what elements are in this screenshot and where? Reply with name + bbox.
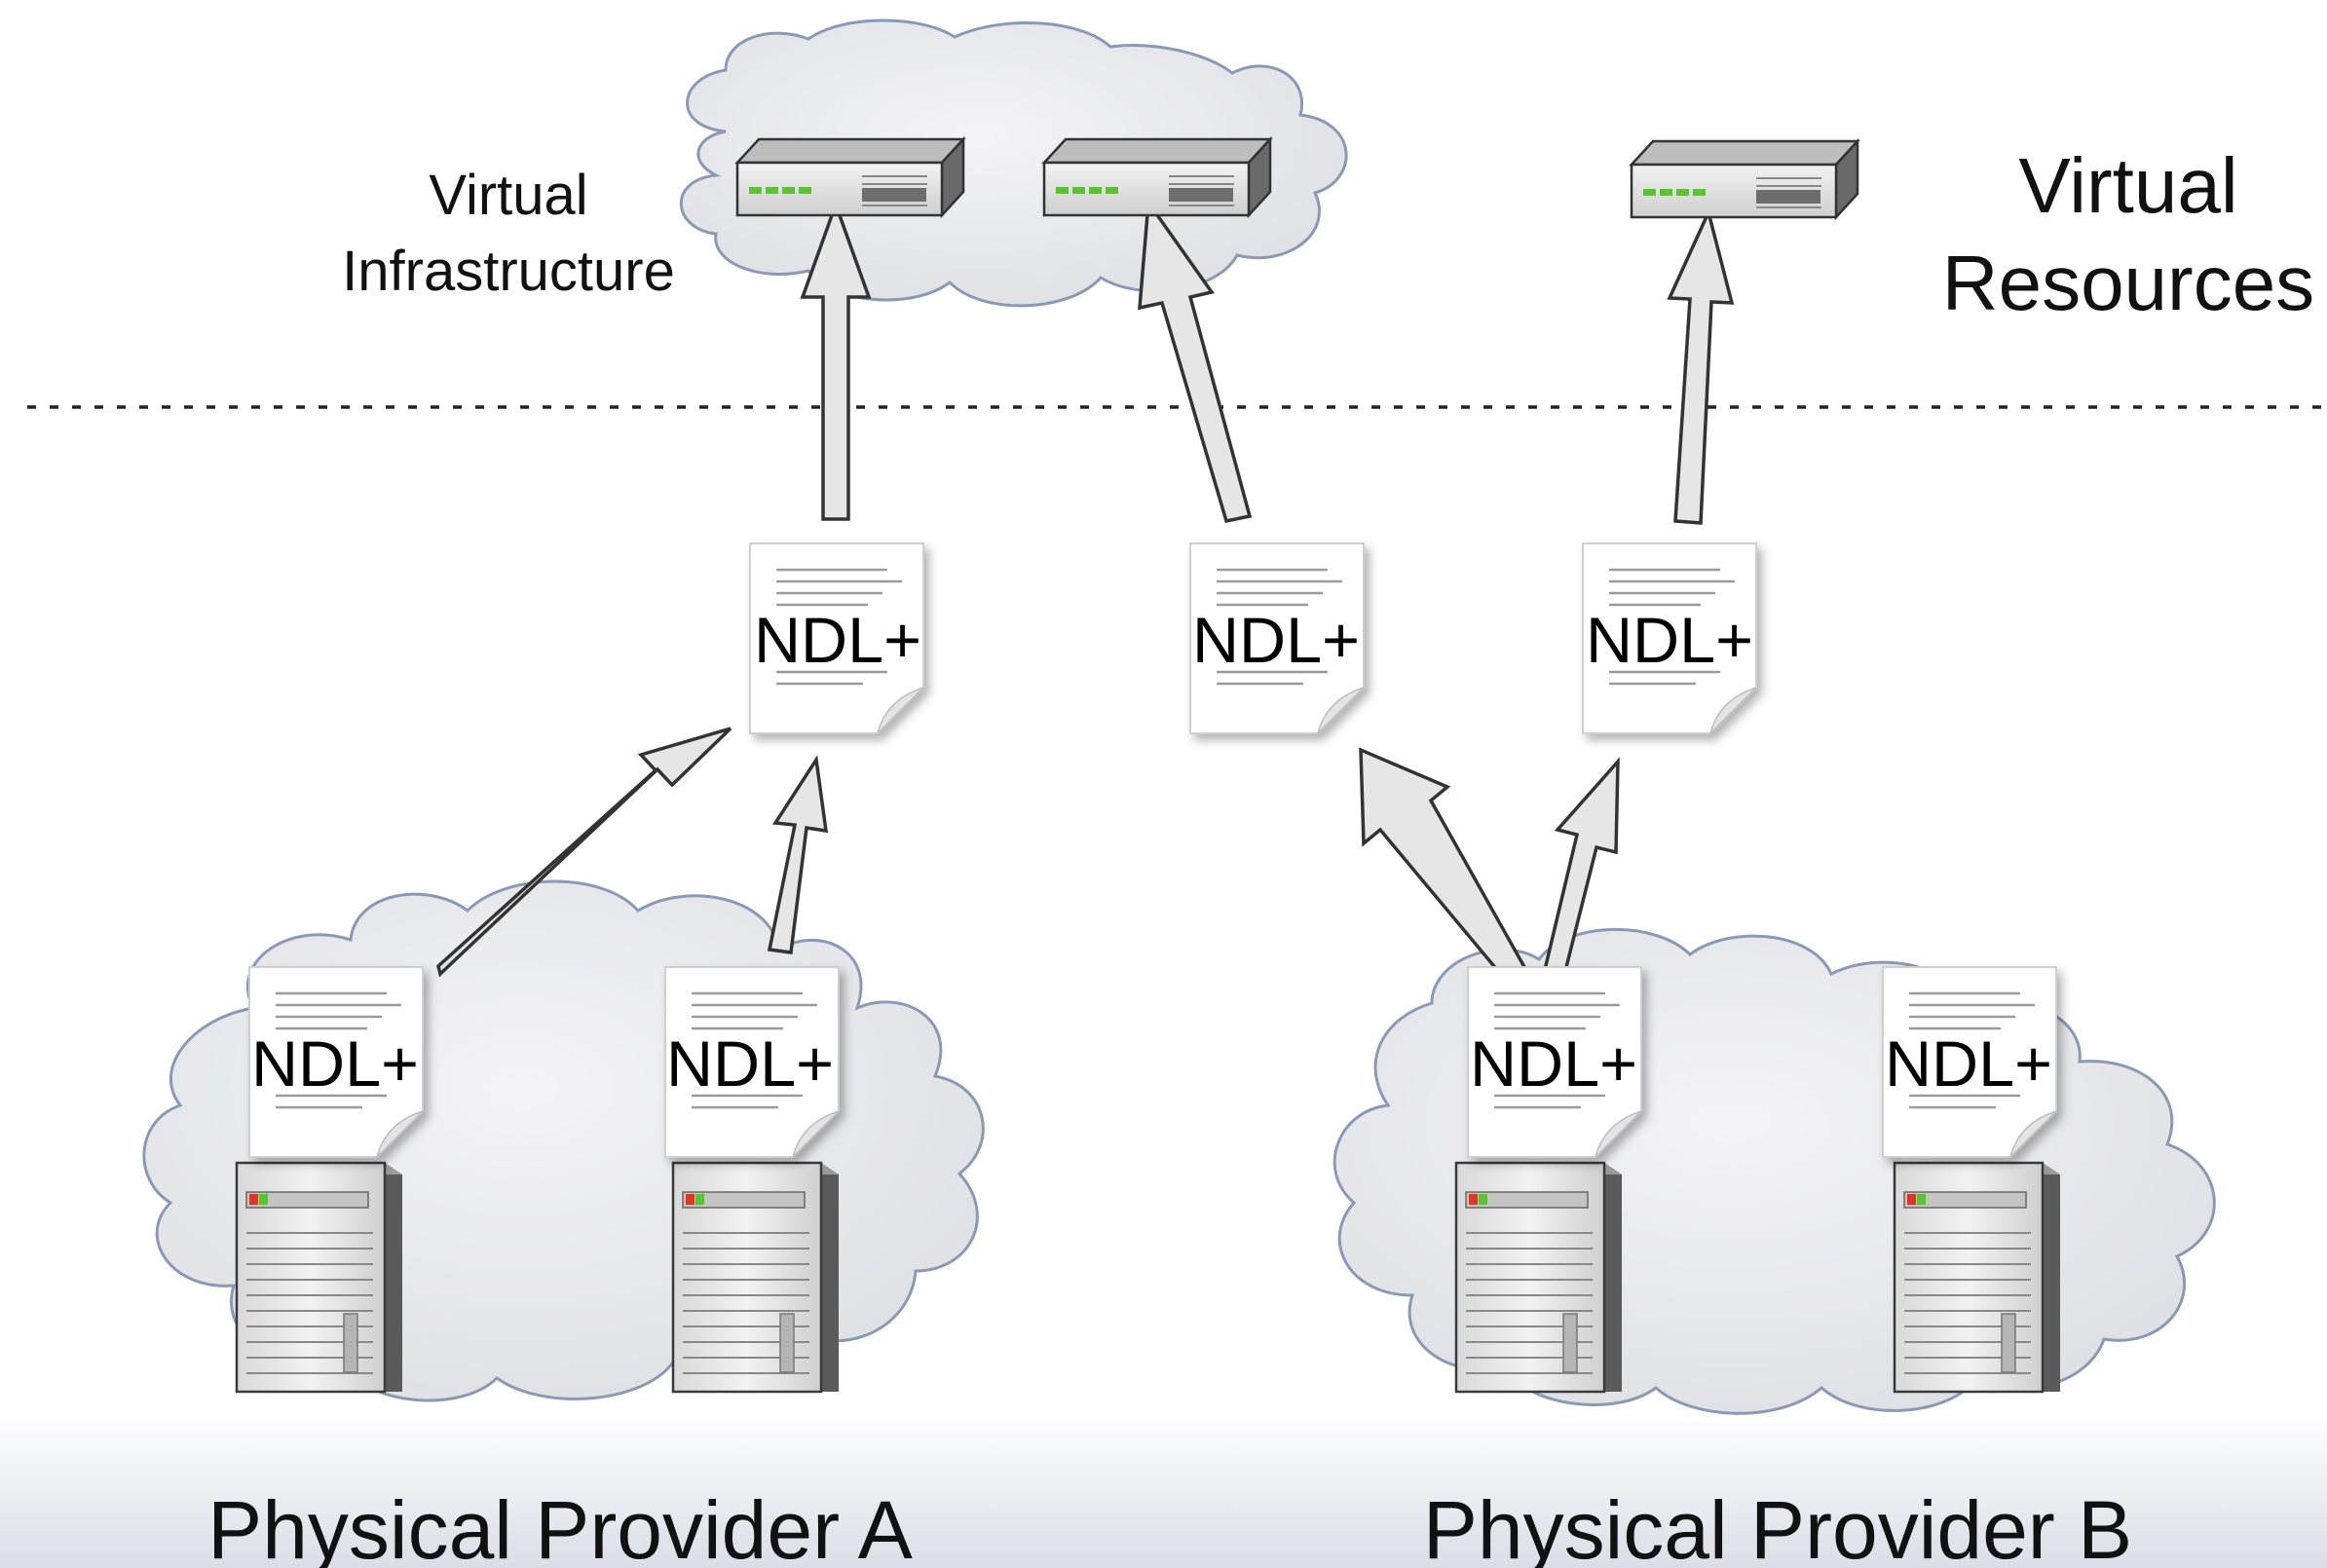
switch-icon <box>1630 139 1859 219</box>
arrow-icon <box>1541 757 1620 982</box>
arrow-icon <box>800 199 872 521</box>
ndl-document-a-2: NDL+ <box>665 967 839 1157</box>
ndl-document-mid-2: NDL+ <box>1190 543 1364 733</box>
ndl-label: NDL+ <box>1885 1027 2052 1100</box>
switch-icon <box>735 137 965 217</box>
server-icon <box>671 1161 841 1394</box>
ndl-document-b-1: NDL+ <box>1468 967 1641 1157</box>
ndl-document-a-1: NDL+ <box>249 967 423 1157</box>
virtual-resources-label-line2: Resources <box>1942 240 2314 326</box>
ndl-document-mid-1: NDL+ <box>750 543 923 733</box>
ndl-label: NDL+ <box>1192 604 1360 676</box>
arrow-icon <box>436 727 732 978</box>
arrow-icon <box>1667 206 1735 525</box>
switch-icon <box>1042 137 1272 217</box>
footer-band <box>0 1412 2327 1568</box>
ndl-label: NDL+ <box>1586 604 1753 676</box>
ndl-label: NDL+ <box>666 1027 834 1100</box>
ndl-label: NDL+ <box>754 604 921 676</box>
ndl-document-mid-3: NDL+ <box>1583 543 1756 733</box>
virtual-infrastructure-label-line2: Infrastructure <box>342 240 675 303</box>
virtual-resources-label: Virtual <box>2018 142 2237 229</box>
server-icon <box>1454 1161 1624 1394</box>
arrow-icon <box>767 755 829 954</box>
server-icon <box>235 1161 404 1394</box>
arrow-icon <box>1359 747 1531 991</box>
virtual-infrastructure-label: Virtual <box>429 164 587 227</box>
ndl-label: NDL+ <box>251 1027 419 1100</box>
ndl-label: NDL+ <box>1470 1027 1637 1100</box>
arrow-icon <box>1138 198 1253 524</box>
arrows <box>436 198 1735 991</box>
provider-a-label: Physical Provider A <box>207 1484 913 1568</box>
provider-b-label: Physical Provider B <box>1423 1484 2132 1568</box>
server-icon <box>1893 1161 2062 1394</box>
ndl-document-b-2: NDL+ <box>1883 967 2056 1157</box>
